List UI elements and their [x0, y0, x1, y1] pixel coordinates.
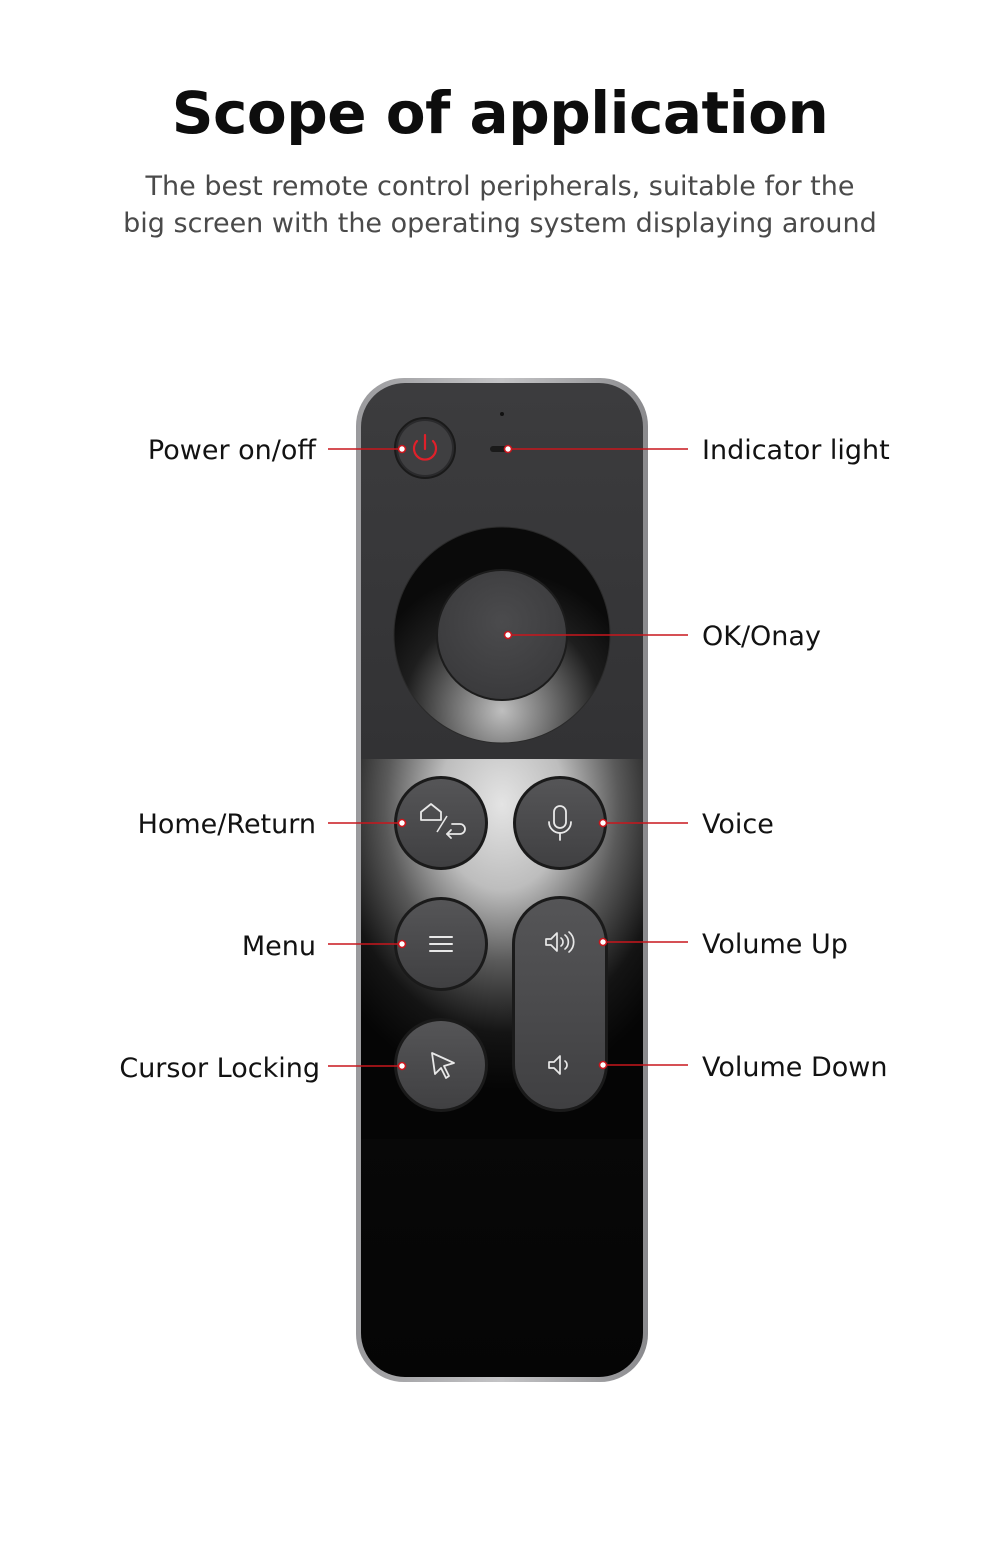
callout-dot-voice [598, 818, 608, 828]
power-button[interactable] [394, 417, 456, 479]
callout-dot-power [397, 444, 407, 454]
voice-button[interactable] [513, 776, 607, 870]
callout-dot-volume-down [598, 1060, 608, 1070]
volume-rocker [512, 896, 608, 1112]
ok-pad[interactable] [393, 526, 611, 744]
label-menu: Menu [241, 931, 316, 962]
cursor-icon [431, 1052, 455, 1079]
subtitle-line-2: big screen with the operating system dis… [123, 208, 877, 239]
callout-dots [397, 444, 608, 1071]
microphone-hole [500, 412, 504, 416]
label-power: Power on/off [147, 435, 316, 466]
label-ok: OK/Onay [702, 621, 821, 652]
callout-dot-volume-up [598, 937, 608, 947]
volume-up-button[interactable] [545, 931, 575, 953]
home-icon [420, 803, 442, 821]
menu-icon [429, 936, 453, 952]
divider-slash [436, 815, 448, 833]
label-volume-up: Volume Up [702, 929, 848, 960]
callout-dot-home-return [397, 818, 407, 828]
callout-dot-menu [397, 939, 407, 949]
label-home-return: Home/Return [137, 809, 316, 840]
home-return-button[interactable] [394, 776, 488, 870]
volume-down-button[interactable] [548, 1055, 568, 1075]
menu-button[interactable] [394, 897, 488, 991]
callout-lines [328, 448, 688, 1067]
microphone-icon [548, 805, 572, 841]
volume-up-icon [545, 931, 575, 953]
callout-dot-ok [503, 630, 513, 640]
return-icon [446, 823, 466, 839]
subtitle-line-1: The best remote control peripherals, sui… [145, 171, 855, 202]
label-volume-down: Volume Down [702, 1052, 888, 1083]
label-indicator: Indicator light [702, 435, 890, 466]
callout-dot-cursor [397, 1061, 407, 1071]
label-cursor-locking: Cursor Locking [119, 1053, 320, 1084]
volume-down-icon [548, 1055, 568, 1075]
callout-dot-indicator [503, 444, 513, 454]
page-title: Scope of application [171, 79, 829, 147]
cursor-locking-button[interactable] [394, 1018, 488, 1112]
label-voice: Voice [702, 809, 774, 840]
power-icon [412, 433, 438, 461]
